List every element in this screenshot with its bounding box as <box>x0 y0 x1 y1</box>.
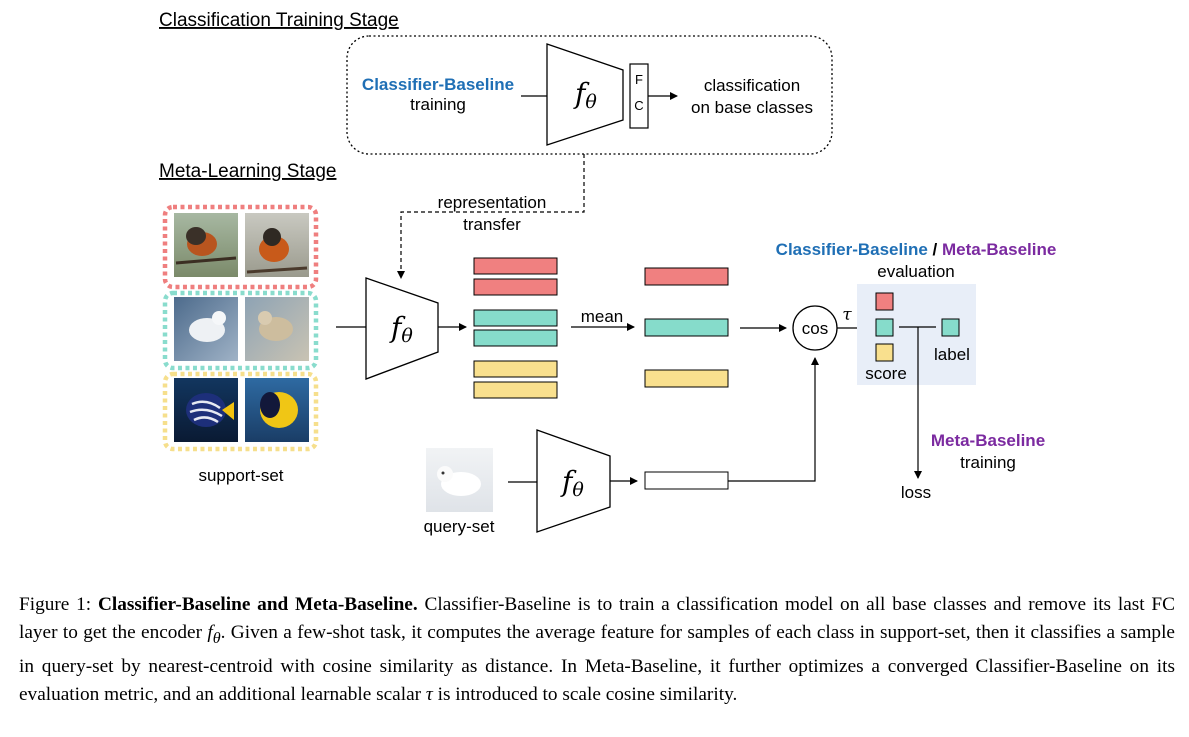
representation-transfer-arrow <box>397 154 585 279</box>
arctic-fox-photo <box>245 297 309 361</box>
transfer-label: transfer <box>463 215 521 234</box>
query-feature-bar <box>644 471 729 490</box>
label-square-teal <box>941 318 960 337</box>
meta-stage-title: Meta-Learning Stage <box>159 161 336 182</box>
support-encoder-trapezoid <box>365 277 439 380</box>
label-label: label <box>934 345 970 364</box>
feature-bar-red <box>473 278 558 296</box>
diagram-canvas: Classification Training Stage Classifier… <box>159 10 1057 536</box>
feature-bar-yellow <box>473 360 558 378</box>
base-classes-output-label: on base classes <box>691 98 813 117</box>
mean-label: mean <box>581 307 624 326</box>
arctic-fox-photo <box>174 297 238 361</box>
classification-output-label: classification <box>704 76 800 95</box>
prototype-bar-yellow <box>644 369 729 388</box>
evaluation-label: evaluation <box>877 262 955 281</box>
angelfish-photo <box>245 378 309 442</box>
prototype-bar-red <box>644 267 729 286</box>
query-to-cos-arrow <box>728 357 819 482</box>
prototype-bars <box>644 267 729 388</box>
tau-label: τ <box>842 305 852 325</box>
support-feature-bars <box>473 257 558 399</box>
score-label: score <box>865 364 907 383</box>
support-group-yellow-border <box>162 371 319 452</box>
feature-bar-yellow <box>473 381 558 399</box>
caption-text: Classifier-Baseline is to train a classi… <box>19 594 1176 643</box>
cos-label: cos <box>802 319 828 338</box>
fc-letter-f: F <box>635 72 643 87</box>
feature-bar-red <box>473 257 558 275</box>
training-sub-label: training <box>410 95 466 114</box>
caption-text: . Given a few-shot task, it computes the… <box>19 622 1175 705</box>
classifier-baseline-training-label: Classifier-Baseline <box>362 75 514 94</box>
training-stage-title: Classification Training Stage <box>159 10 399 31</box>
meta-baseline-training-label: Meta-Baseline <box>931 431 1045 450</box>
training-label: training <box>960 453 1016 472</box>
caption-theta: θ <box>212 629 221 647</box>
fc-letter-c: C <box>634 98 643 113</box>
query-encoder-trapezoid <box>536 429 611 533</box>
robin-bird-photo <box>174 213 238 277</box>
representation-label: representation <box>438 193 547 212</box>
caption-text: is introduced to scale cosine similarity… <box>432 683 738 705</box>
score-square-yellow <box>875 343 894 362</box>
training-stage-box <box>346 35 833 155</box>
caption-prefix: Figure 1: <box>19 594 98 615</box>
angelfish-photo <box>174 378 238 442</box>
caption-f: f <box>207 622 213 643</box>
evaluation-title: Classifier-Baseline / Meta-Baseline <box>776 240 1057 259</box>
support-group-teal-border <box>162 290 319 371</box>
score-square-red <box>875 292 894 311</box>
prototype-bar-teal <box>644 318 729 337</box>
caption-tau: τ <box>425 683 433 705</box>
feature-bar-teal <box>473 329 558 347</box>
feature-bar-teal <box>473 309 558 327</box>
loss-label: loss <box>901 483 931 502</box>
score-square-teal <box>875 318 894 337</box>
support-group-red-border <box>162 204 319 290</box>
figure-caption: Figure 1: Classifier-Baseline and Meta-B… <box>19 591 1175 709</box>
caption-bold-title: Classifier-Baseline and Meta-Baseline. <box>97 594 418 615</box>
arctic-fox-photo <box>426 448 493 512</box>
support-set-label: support-set <box>198 466 283 485</box>
robin-bird-photo <box>245 213 309 277</box>
training-encoder-trapezoid <box>546 43 624 146</box>
query-set-label: query-set <box>424 517 495 536</box>
